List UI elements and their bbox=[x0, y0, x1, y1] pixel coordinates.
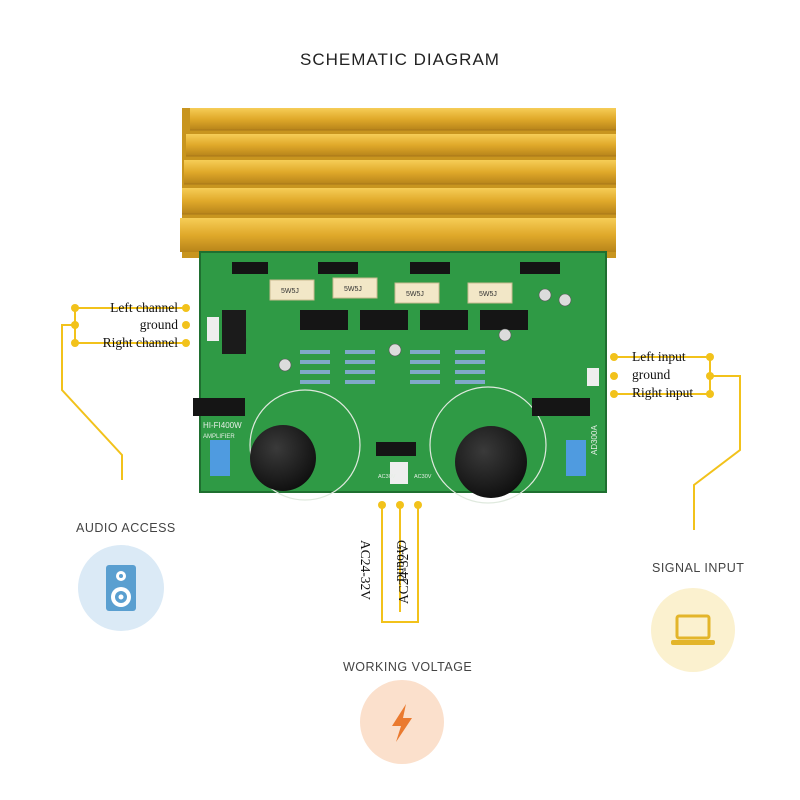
label-left-ground: ground bbox=[139, 317, 178, 332]
board-ac-left-text: AC30V bbox=[378, 474, 396, 480]
label-left-input: Left input bbox=[632, 349, 686, 364]
label-power-ac-right: AC24-32V bbox=[396, 544, 411, 604]
laptop-icon bbox=[671, 614, 715, 645]
label-right-ground: ground bbox=[632, 367, 671, 382]
section-audio-access-label: AUDIO ACCESS bbox=[76, 521, 176, 535]
label-right-input: Right input bbox=[632, 385, 694, 400]
section-signal-input-label: SIGNAL INPUT bbox=[652, 561, 745, 575]
signal-input-badge bbox=[651, 588, 735, 672]
audio-access-badge bbox=[78, 545, 164, 631]
label-left-channel: Left channel bbox=[110, 300, 178, 315]
working-voltage-badge bbox=[360, 680, 444, 764]
board-product-text: HI-FI400W bbox=[203, 421, 242, 430]
label-power-ac-left: AC24-32V bbox=[358, 540, 373, 600]
resistor-label-3: 5W5J bbox=[406, 291, 424, 298]
resistor-label-1: 5W5J bbox=[281, 288, 299, 295]
resistor-label-4: 5W5J bbox=[479, 291, 497, 298]
leader-lines bbox=[61, 307, 741, 623]
board-sub-text: AMPLIFIER bbox=[203, 434, 235, 440]
resistor-label-2: 5W5J bbox=[344, 286, 362, 293]
page-title: SCHEMATIC DIAGRAM bbox=[300, 50, 500, 69]
lightning-icon bbox=[392, 704, 412, 742]
leader-dots bbox=[71, 304, 714, 509]
section-working-voltage-label: WORKING VOLTAGE bbox=[343, 660, 473, 674]
board-model-text: AD300A bbox=[590, 425, 599, 455]
board-ac-right-text: AC30V bbox=[414, 474, 432, 480]
pcb-board: HI-FI400W AMPLIFIER AC30V AC30V AD300A 5… bbox=[193, 251, 607, 504]
label-right-channel: Right channel bbox=[102, 335, 178, 350]
heatsink bbox=[180, 108, 616, 258]
speaker-icon bbox=[106, 565, 136, 611]
